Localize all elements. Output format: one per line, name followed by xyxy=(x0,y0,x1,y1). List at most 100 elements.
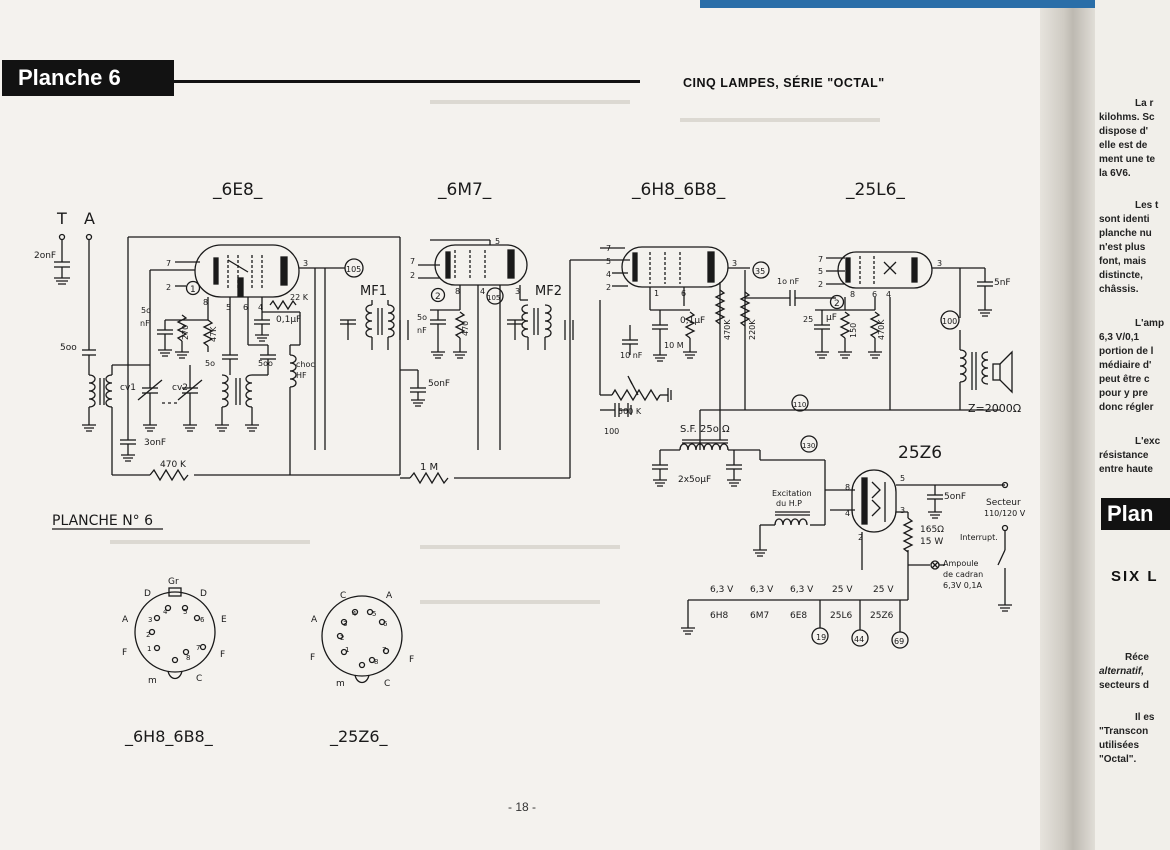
socket2-c-label: C xyxy=(340,591,346,601)
socket-d1-label: D xyxy=(144,589,151,599)
filter-choke xyxy=(679,443,729,451)
rect-pin-5: 5 xyxy=(900,474,905,483)
t1-cathode: 5o nF 270 47K 22 K 0,1µF 5o 5oo choc HF xyxy=(140,293,315,440)
t4-voltage-2-label: 2 xyxy=(834,299,840,309)
rp-text-line: ment une te xyxy=(1099,154,1156,165)
heater-volt-6e8: 6,3 V xyxy=(790,585,814,595)
t2-voltage-2-label: 2 xyxy=(435,292,441,302)
title-rule xyxy=(174,80,640,83)
rect-pin-8: 8 xyxy=(845,483,850,492)
rp-text-line: distincte, xyxy=(1099,270,1143,281)
t1-pin-3: 3 xyxy=(303,259,308,268)
c-01uf-label: 0,1µF xyxy=(276,315,301,325)
rp-heading: SIX L xyxy=(1111,568,1159,585)
t1-voltage-1-label: 1 xyxy=(190,285,196,295)
socket-pin-2: 2 xyxy=(146,631,150,639)
socket-c-label: C xyxy=(196,674,202,684)
hf-label: HF xyxy=(296,371,307,380)
socket-6h8-6b8: Gr D D A E F F m C 1 2 3 4 5 6 7 8 xyxy=(122,577,227,686)
rp-text-line: Les t xyxy=(1135,200,1159,211)
socket2-f2-label: F xyxy=(409,655,414,665)
heater-voltage-19-label: 19 xyxy=(816,633,826,642)
rp-text-line: Il es xyxy=(1135,712,1155,723)
cv2-label: cv2 xyxy=(172,383,188,393)
t1-pin-5: 5 xyxy=(226,303,231,312)
socket-e-label: E xyxy=(221,615,227,625)
t2-pin-8: 8 xyxy=(455,287,460,296)
socket-d2-label: D xyxy=(200,589,207,599)
heater-tube-25z6: 25Z6 xyxy=(870,611,894,621)
socket-m-label: m xyxy=(148,676,157,686)
heater-tube-6h8: 6H8 xyxy=(710,611,728,621)
rp-text-line: peut être c xyxy=(1099,374,1150,385)
rect-pin-2: 2 xyxy=(858,533,863,542)
c-100-label: 100 xyxy=(604,427,619,436)
rp-text-line: La r xyxy=(1135,98,1154,109)
choc-label: choc xyxy=(296,360,315,369)
heater-voltage-44-label: 44 xyxy=(854,635,864,644)
mf1-transformer: MF1 xyxy=(314,237,409,475)
r-470k-c-label: 470K xyxy=(877,319,886,340)
power-supply: 110 S.F. 25o Ω 2x5oµF 130 Excitation du … xyxy=(652,394,1000,557)
secteur-label: Secteur xyxy=(986,498,1021,508)
t2-pin-5: 5 xyxy=(495,237,500,246)
tube-label-6e8: _6E8_ xyxy=(212,180,263,200)
c-2nf-label: 2onF xyxy=(34,251,56,261)
r-220k-label: 220K xyxy=(748,319,757,340)
r-470-label: 470 xyxy=(461,321,470,336)
rp-text-line: kilohms. Sc xyxy=(1099,112,1155,123)
t1-voltage-105-label: 105 xyxy=(346,265,361,274)
t4-pin-3: 3 xyxy=(937,259,942,268)
t2-pin-2: 2 xyxy=(410,271,415,280)
tube-label-25l6: _25L6_ xyxy=(845,180,905,200)
t2-pin-7: 7 xyxy=(410,257,415,266)
excitation-label: Excitation xyxy=(772,489,812,498)
uf-label: µF xyxy=(826,313,837,323)
w15-label: 15 W xyxy=(920,537,943,547)
r-1m-label: 1 M xyxy=(420,462,438,473)
t4-pin-4: 4 xyxy=(886,290,891,299)
r-470k-label: 470 K xyxy=(160,460,187,470)
socket-f2-label: F xyxy=(220,650,225,660)
rp-text-line: portion de l xyxy=(1099,346,1154,357)
bleed-through-text xyxy=(680,118,880,122)
c-10nf-label: 10 nF xyxy=(620,351,643,360)
rp-text-line: donc régler xyxy=(1099,402,1154,413)
antenna-coil-primary xyxy=(88,374,96,408)
tube-6e8: 7 2 8 5 6 4 3 1 105 xyxy=(127,236,400,420)
heater-volt-6h8: 6,3 V xyxy=(710,585,734,595)
t3-pin-2: 2 xyxy=(606,283,611,292)
rp-text-line: médiaire d' xyxy=(1099,360,1152,371)
rp-text-line: la 6V6. xyxy=(1099,168,1131,179)
rp-text-line: secteurs d xyxy=(1099,680,1150,691)
heater-volt-25l6: 25 V xyxy=(832,585,853,595)
socket-caption-25z6: _25Z6_ xyxy=(329,727,389,747)
c-50-2-label: 5o xyxy=(417,313,427,322)
socket2-pin-6: 6 xyxy=(383,620,388,628)
c-50nf-r-label: 5onF xyxy=(944,492,966,502)
rp-text-line: entre haute xyxy=(1099,464,1153,475)
bleed-through-text xyxy=(420,545,620,549)
r-270-label: 270 xyxy=(181,325,190,340)
r-270 xyxy=(176,314,188,342)
nf-2-label: nF xyxy=(417,326,427,335)
rp-text-line: "Octal". xyxy=(1099,754,1137,765)
socket-a-label: A xyxy=(122,615,129,625)
r-1m: 1 M xyxy=(400,260,571,485)
c-50-label: 5o xyxy=(141,306,151,315)
mf2-label: MF2 xyxy=(535,284,562,299)
rp-text-line: "Transcon xyxy=(1099,726,1149,737)
antenna-section: T A 2onF 5oo xyxy=(34,209,150,475)
planche-badge: Planche 6 xyxy=(2,60,174,96)
tuning-capacitors: cv1 cv2 xyxy=(120,269,203,432)
socket-pin-6: 6 xyxy=(200,616,205,624)
t3-pin-3: 3 xyxy=(732,259,737,268)
antenne-label: A xyxy=(84,209,95,228)
rp-text-line: L'amp xyxy=(1135,318,1165,329)
t2-pin-4: 4 xyxy=(480,287,485,296)
socket2-pin-5: 5 xyxy=(372,610,376,618)
choc-hf-coil xyxy=(289,354,297,388)
r-10m-label: 10 M xyxy=(664,341,684,350)
radio-schematic: _6E8_ _6M7_ _6H8_6B8_ _25L6_ 25Z6 T A 2o… xyxy=(34,180,1026,747)
c-5nf-label: 5nF xyxy=(994,278,1011,288)
